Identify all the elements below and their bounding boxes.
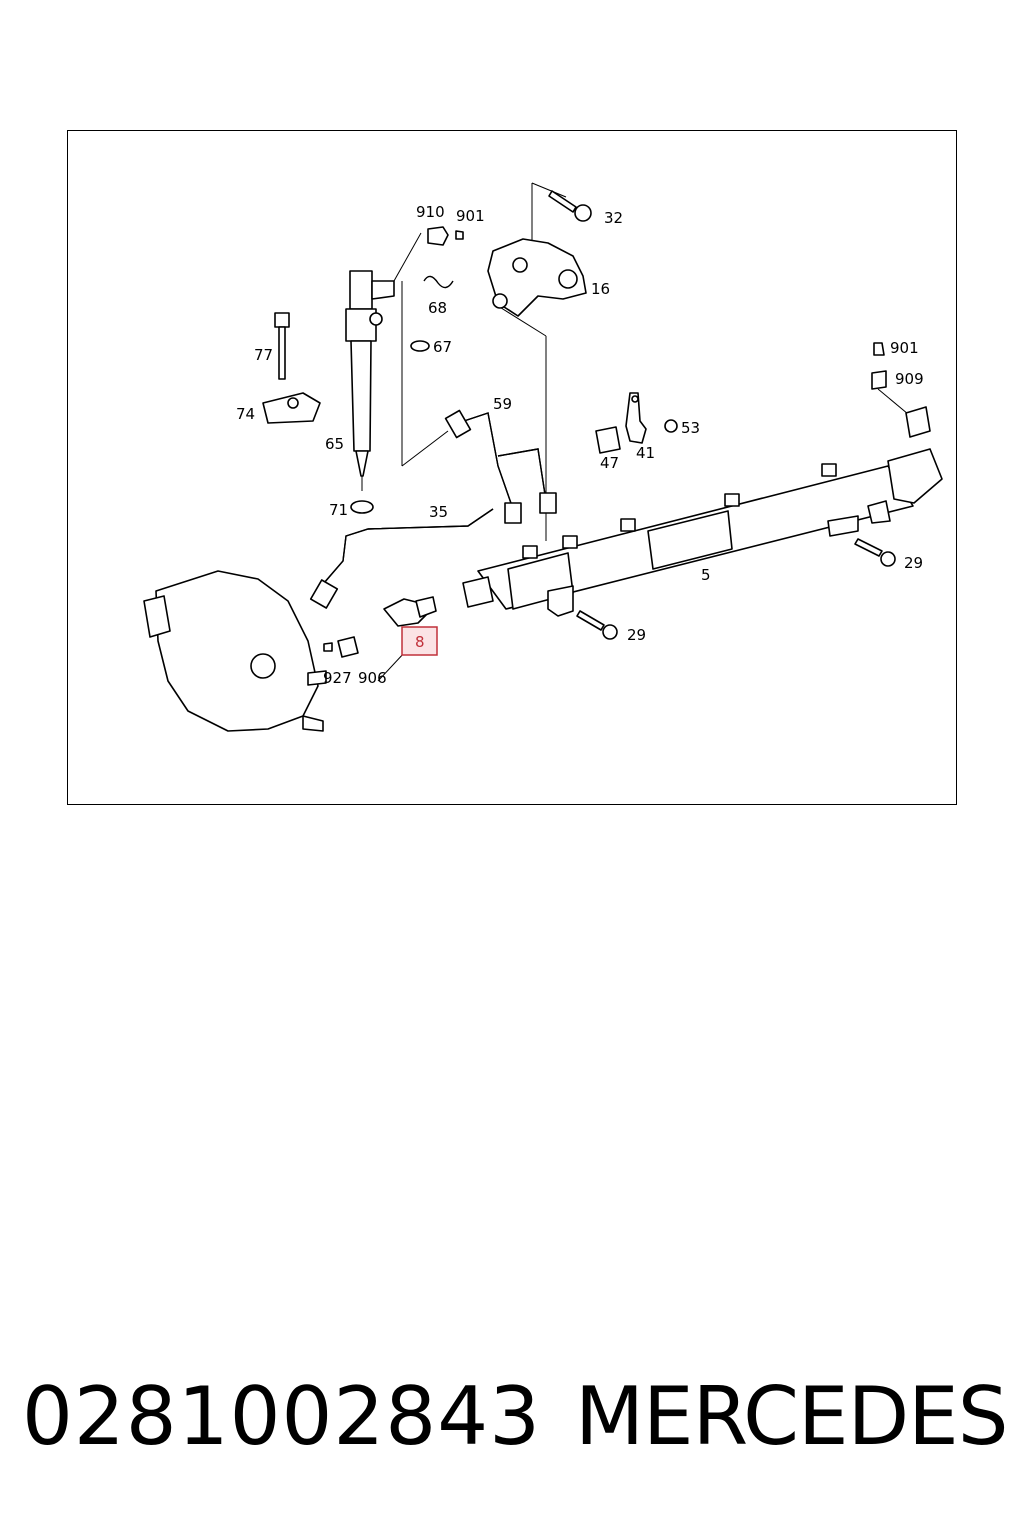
sleeve-47 — [595, 426, 621, 454]
callout-32: 32 — [604, 209, 623, 227]
callout-65: 65 — [325, 435, 344, 453]
callout-901-right: 901 — [890, 339, 919, 357]
callout-927: 927 — [323, 669, 352, 687]
connector-906 — [323, 636, 359, 658]
callout-68: 68 — [428, 299, 447, 317]
fuel-rail-5 — [462, 448, 943, 617]
pipe-59 — [444, 409, 557, 524]
callout-47: 47 — [600, 454, 619, 472]
connector-910 — [427, 226, 464, 246]
high-pressure-pump — [143, 570, 327, 732]
callout-59: 59 — [493, 395, 512, 413]
bracket-16 — [487, 238, 587, 317]
bolt-77 — [274, 312, 290, 380]
callout-35: 35 — [429, 503, 448, 521]
pressure-sensor-8 — [383, 596, 437, 627]
fuel-rail-exploded-view: 910 901 32 68 16 77 67 901 909 74 59 65 … — [143, 182, 943, 732]
brand-name: MERCEDES — [575, 1370, 1009, 1463]
callout-77: 77 — [254, 346, 273, 364]
seal-67 — [410, 340, 430, 352]
washer-71 — [350, 500, 374, 514]
callout-29-right: 29 — [904, 554, 923, 572]
clip-68 — [423, 275, 454, 289]
sensor-909 — [871, 342, 931, 438]
clamp-74 — [262, 392, 321, 424]
callout-16: 16 — [591, 280, 610, 298]
parts-diagram: 910 901 32 68 16 77 67 901 909 74 59 65 … — [67, 130, 957, 805]
bracket-41 — [625, 392, 647, 444]
callout-901-top: 901 — [456, 207, 485, 225]
callout-41: 41 — [636, 444, 655, 462]
bolt-29-right — [854, 538, 896, 567]
nut-53 — [664, 419, 678, 433]
callout-74: 74 — [236, 405, 255, 423]
pipe-35 — [309, 508, 494, 609]
callout-910: 910 — [416, 203, 445, 221]
callout-8: 8 — [415, 633, 425, 651]
callout-29-bottom: 29 — [627, 626, 646, 644]
callout-5: 5 — [701, 566, 711, 584]
callout-71: 71 — [329, 501, 348, 519]
part-number: 0281002843 — [22, 1370, 541, 1463]
callout-909: 909 — [895, 370, 924, 388]
highlighted-callout-8: 8 — [401, 626, 438, 656]
callout-53: 53 — [681, 419, 700, 437]
bolt-29-bottom — [576, 610, 618, 640]
injector-65 — [345, 270, 395, 491]
callout-67: 67 — [433, 338, 452, 356]
callout-labels: 910 901 32 68 16 77 67 901 909 74 59 65 … — [236, 203, 924, 687]
callout-906: 906 — [358, 669, 387, 687]
bolt-32 — [548, 190, 592, 222]
